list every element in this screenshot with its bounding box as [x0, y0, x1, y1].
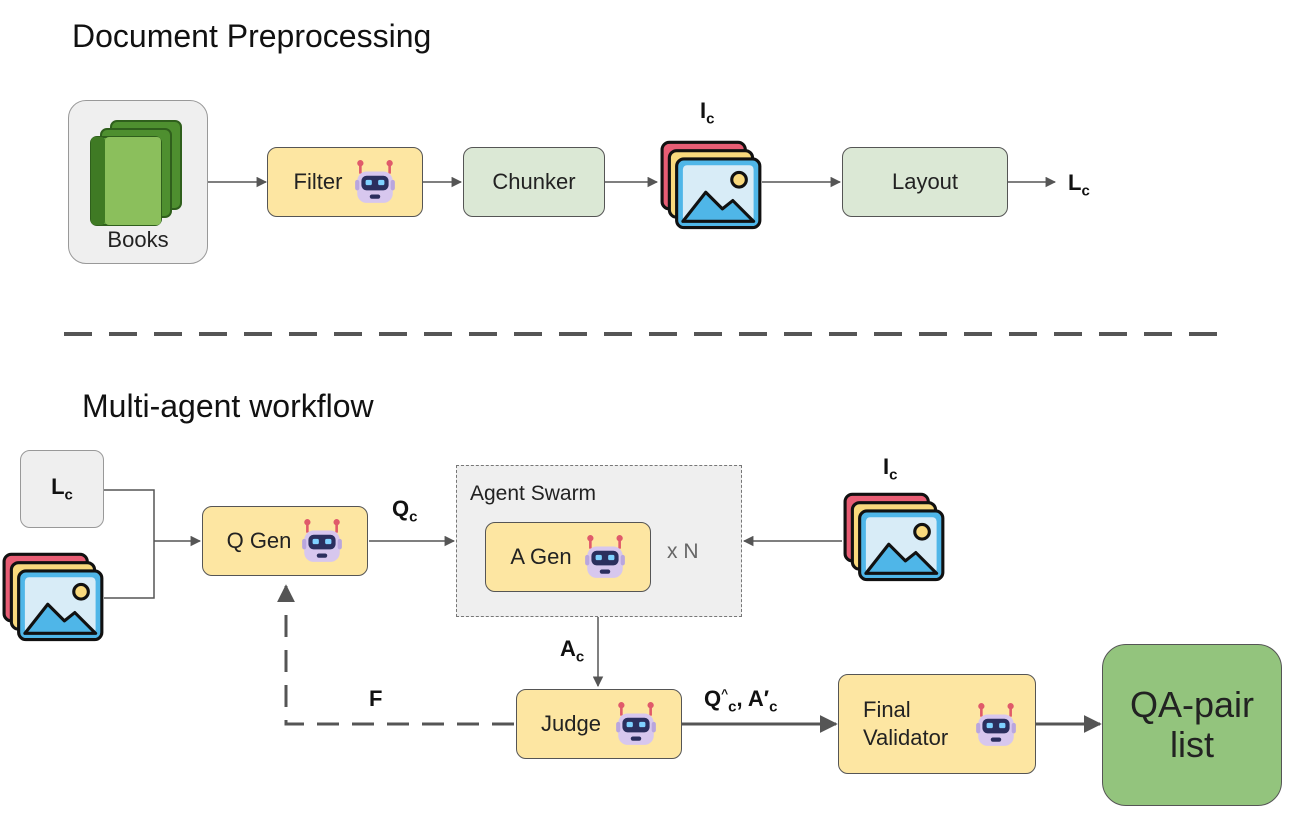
- agen-label: A Gen: [510, 544, 572, 569]
- filter-label: Filter: [293, 169, 343, 194]
- feedback-loop-line: [277, 584, 514, 726]
- preprocessing-title: Document Preprocessing: [72, 18, 432, 54]
- qc-label: Qc: [392, 496, 418, 526]
- judge-output-label: Q^c, A′c: [704, 686, 778, 716]
- judge-label: Judge: [541, 711, 601, 736]
- layout-output-label: Lc: [1068, 170, 1090, 200]
- images-icon: [660, 140, 764, 232]
- validator-line1: Final: [863, 697, 911, 722]
- ac-label: Ac: [560, 636, 585, 666]
- agent-swarm-container: Agent Swarm A Gen x N: [456, 465, 742, 617]
- ic-label: Ic: [883, 454, 898, 484]
- qa-line1: QA-pair: [1129, 684, 1255, 725]
- swarm-title: Agent Swarm: [470, 482, 597, 505]
- images-input-icon: [2, 552, 106, 644]
- images-label-top: Ic: [700, 98, 715, 128]
- lc-label: L: [51, 474, 65, 500]
- final-validator-box[interactable]: Final Validator: [838, 674, 1036, 774]
- images-to-qgen-line: [104, 541, 155, 599]
- qgen-box[interactable]: Q Gen: [202, 506, 368, 576]
- robot-icon: [584, 534, 626, 580]
- robot-icon: [301, 518, 343, 564]
- validator-line2: Validator: [863, 725, 949, 750]
- workflow-title: Multi-agent workflow: [82, 388, 374, 424]
- books-icon: [90, 120, 182, 226]
- robot-icon: [615, 701, 657, 747]
- swarm-multiplier: x N: [667, 540, 699, 563]
- qa-pair-list-box[interactable]: QA-pair list: [1102, 644, 1282, 806]
- lc-sub: c: [64, 486, 73, 504]
- qa-line2: list: [1170, 724, 1214, 765]
- lc-to-qgen-line: [104, 489, 155, 541]
- robot-icon: [354, 159, 396, 205]
- books-label: Books: [107, 227, 169, 252]
- layout-label: Layout: [891, 169, 959, 194]
- filter-box[interactable]: Filter: [267, 147, 423, 217]
- judge-box[interactable]: Judge: [516, 689, 682, 759]
- chunker-box[interactable]: Chunker: [463, 147, 605, 217]
- chunker-label: Chunker: [492, 169, 576, 194]
- images-context-icon: [843, 492, 947, 584]
- qgen-label: Q Gen: [226, 528, 292, 553]
- feedback-label: F: [369, 686, 383, 711]
- agen-box[interactable]: A Gen: [485, 522, 651, 592]
- robot-icon: [975, 702, 1017, 748]
- lc-input-box[interactable]: Lc: [20, 450, 104, 528]
- layout-box[interactable]: Layout: [842, 147, 1008, 217]
- books-box[interactable]: Books: [68, 100, 208, 264]
